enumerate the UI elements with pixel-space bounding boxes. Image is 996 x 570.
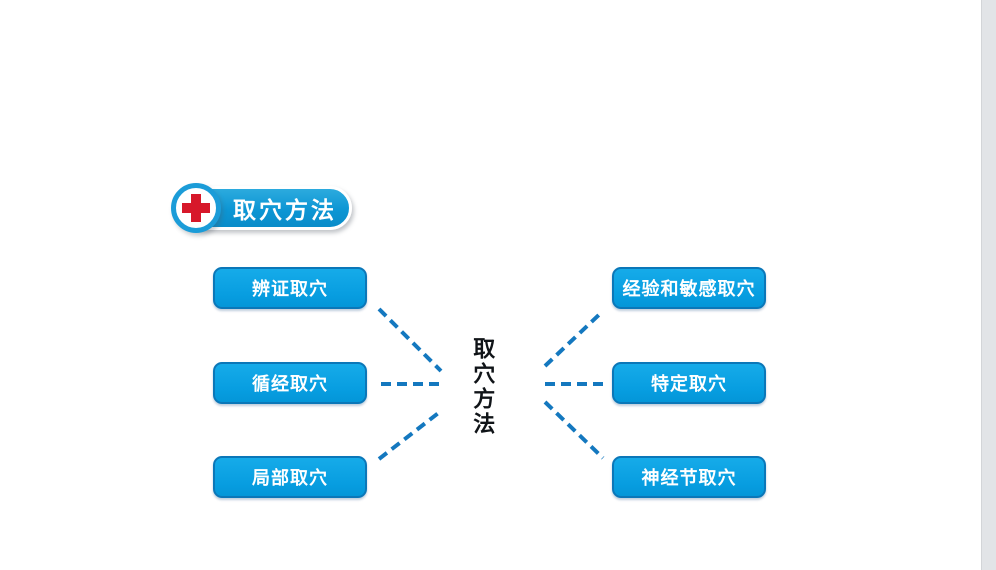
- connector-left-bottom: [377, 409, 443, 461]
- node-label: 神经节取穴: [641, 468, 737, 488]
- page-edge-strip: [981, 0, 996, 570]
- node-xunjing: 循经取穴: [213, 362, 367, 404]
- node-bianzheng: 辨证取穴: [213, 267, 367, 309]
- node-jubu: 局部取穴: [213, 456, 367, 498]
- header-badge-circle: [171, 183, 221, 233]
- connector-right-top: [543, 309, 605, 368]
- medical-cross-icon: [182, 194, 210, 222]
- node-shenjingjie: 神经节取穴: [612, 456, 766, 498]
- node-label: 辨证取穴: [252, 279, 328, 299]
- center-title: 取穴方法: [470, 337, 496, 437]
- node-label: 经验和敏感取穴: [622, 279, 756, 299]
- node-label: 循经取穴: [252, 374, 328, 394]
- node-jingyan-mingan: 经验和敏感取穴: [612, 267, 766, 309]
- connector-left-top: [377, 307, 443, 373]
- node-teding: 特定取穴: [612, 362, 766, 404]
- header-badge-label: 取穴方法: [233, 197, 337, 223]
- node-label: 特定取穴: [651, 374, 727, 394]
- connector-right-bottom: [543, 400, 605, 460]
- node-label: 局部取穴: [252, 468, 328, 488]
